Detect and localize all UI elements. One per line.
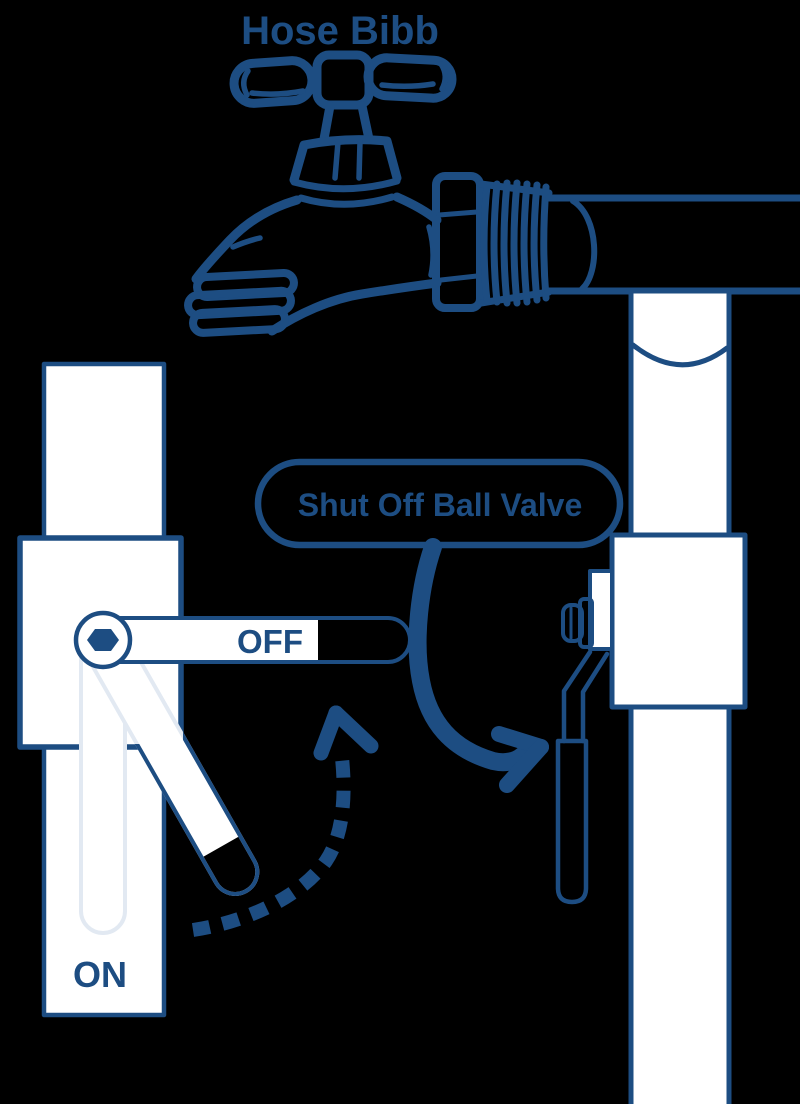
ball-valve-body xyxy=(609,532,748,710)
off-label: OFF xyxy=(237,623,303,660)
callout: Shut Off Ball Valve xyxy=(254,458,624,793)
callout-arrow-icon xyxy=(408,538,549,793)
stem-nut-icon xyxy=(561,597,594,649)
callout-label: Shut Off Ball Valve xyxy=(298,487,583,523)
faucet-stem xyxy=(319,101,374,144)
supply-line xyxy=(544,194,800,295)
pivot-hex-bolt-icon xyxy=(87,629,119,651)
right-pipe-assembly xyxy=(555,288,748,1104)
page-title: Hose Bibb xyxy=(241,9,439,53)
male-thread-fitting xyxy=(432,172,553,312)
handle-rotating xyxy=(79,616,260,896)
valve-lever xyxy=(555,649,610,905)
pipe-water-line xyxy=(630,342,730,368)
handle-off: OFF xyxy=(79,616,412,664)
left-pipe-assembly: OFF ON xyxy=(17,361,412,1018)
spout-outlet-threads xyxy=(184,268,298,337)
rotation-arrow-icon xyxy=(191,705,379,937)
faucet-cross-handle xyxy=(229,50,457,110)
faucet-bonnet xyxy=(289,135,402,208)
on-label: ON xyxy=(73,954,127,995)
